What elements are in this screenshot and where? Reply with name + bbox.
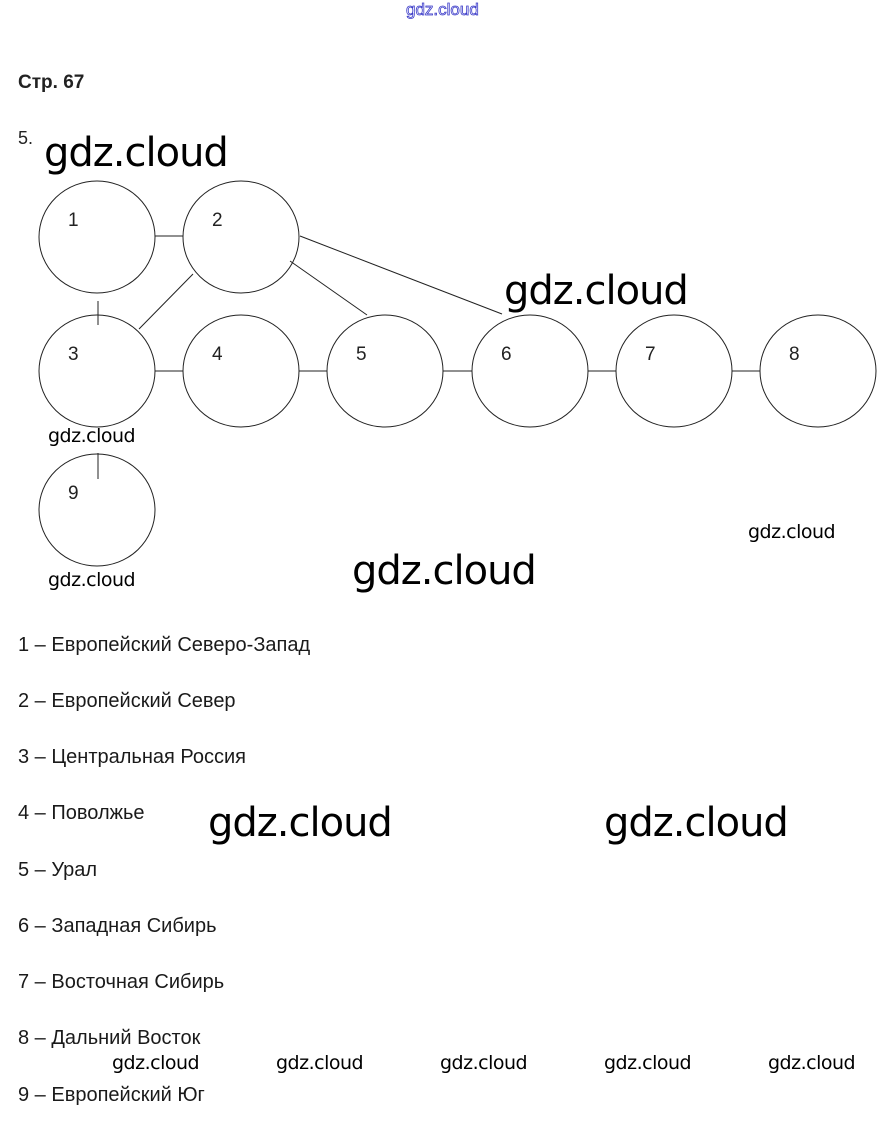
watermark: gdz.cloud xyxy=(504,268,689,314)
page-label: Стр. 67 xyxy=(18,72,85,93)
watermark: gdz.cloud xyxy=(768,1052,856,1074)
watermark: gdz.cloud xyxy=(48,425,136,447)
node-label: 1 xyxy=(68,210,79,231)
edge-2-6 xyxy=(299,235,503,315)
node-label: 4 xyxy=(212,344,223,365)
regions-diagram: 1 2 3 4 5 6 7 8 9 xyxy=(38,180,877,567)
legend-item: 2 – Европейский Север xyxy=(18,690,236,712)
node-5: 5 xyxy=(326,314,444,428)
legend-item: 8 – Дальний Восток xyxy=(18,1027,201,1049)
watermark: gdz.cloud xyxy=(44,130,229,176)
node-3: 3 xyxy=(38,314,156,428)
node-circle xyxy=(759,314,877,428)
node-label: 3 xyxy=(68,344,79,365)
legend-item: 3 – Центральная Россия xyxy=(18,746,246,768)
node-4: 4 xyxy=(182,314,300,428)
node-circle xyxy=(38,180,156,294)
watermark: gdz.cloud xyxy=(112,1052,200,1074)
nodes-layer: 1 2 3 4 5 6 7 8 9 xyxy=(38,180,877,567)
node-circle xyxy=(182,180,300,294)
node-circle xyxy=(38,453,156,567)
edge-2-5 xyxy=(289,260,368,316)
watermark: gdz.cloud xyxy=(208,800,393,846)
watermark: gdz.cloud xyxy=(604,800,789,846)
node-label: 6 xyxy=(501,344,512,365)
node-circle xyxy=(182,314,300,428)
edge-2-3 xyxy=(138,273,194,330)
watermark: gdz.cloud xyxy=(352,548,537,594)
watermark: gdz.cloud xyxy=(748,521,836,543)
watermark: gdz.cloud xyxy=(276,1052,364,1074)
node-circle xyxy=(471,314,589,428)
node-circle xyxy=(615,314,733,428)
edges-layer xyxy=(97,235,760,479)
node-9: 9 xyxy=(38,453,156,567)
watermark: gdz.cloud xyxy=(440,1052,528,1074)
node-label: 2 xyxy=(212,210,223,231)
node-1: 1 xyxy=(38,180,156,294)
legend-item: 4 – Поволжье xyxy=(18,802,145,824)
node-label: 8 xyxy=(789,344,800,365)
node-7: 7 xyxy=(615,314,733,428)
node-circle xyxy=(38,314,156,428)
task-number: 5. xyxy=(18,128,34,148)
legend-item: 6 – Западная Сибирь xyxy=(18,915,217,937)
watermark: gdz.cloud xyxy=(604,1052,692,1074)
watermark: gdz.cloud xyxy=(48,569,136,591)
node-label: 9 xyxy=(68,483,79,504)
node-2: 2 xyxy=(182,180,300,294)
node-label: 7 xyxy=(645,344,656,365)
legend-item: 7 – Восточная Сибирь xyxy=(18,971,225,993)
legend-item: 1 – Европейский Северо-Запад xyxy=(18,634,311,656)
legend-item: 5 – Урал xyxy=(18,859,98,881)
legend-item: 9 – Европейский Юг xyxy=(18,1084,205,1106)
node-8: 8 xyxy=(759,314,877,428)
node-label: 5 xyxy=(356,344,367,365)
node-circle xyxy=(326,314,444,428)
node-6: 6 xyxy=(471,314,589,428)
top-watermark: gdz.cloud xyxy=(406,0,480,19)
